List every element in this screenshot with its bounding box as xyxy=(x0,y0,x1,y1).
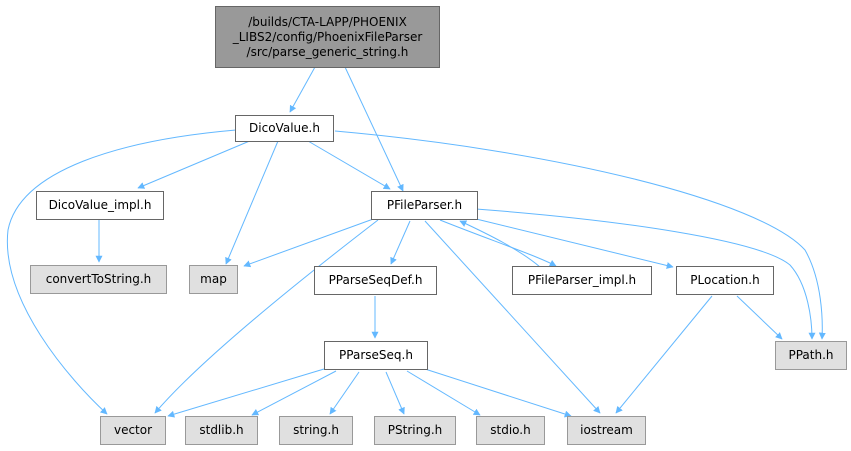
edge-pfileparser-to-pfileparser-impl xyxy=(439,219,557,267)
edge-pparseseq-to-string xyxy=(329,371,360,415)
edge-pparseseq-to-iostream xyxy=(424,368,572,418)
node-pfileparser-h[interactable]: PFileParser.h xyxy=(371,191,478,220)
edge-dicovalue-to-vector xyxy=(6,129,237,415)
edge-plocation-to-iostream xyxy=(615,295,713,414)
edge-pfileparser-to-plocation xyxy=(467,216,674,269)
node-ppath-h: PPath.h xyxy=(775,341,847,370)
node-pfileparser-impl-h[interactable]: PFileParser_impl.h xyxy=(512,266,652,295)
edge-pparseseq-to-stdio xyxy=(406,370,481,416)
node-stdlib-h: stdlib.h xyxy=(185,416,258,445)
node-parse-generic-string-h: /builds/CTA-LAPP/PHOENIX _LIBS2/config/P… xyxy=(215,6,440,68)
edge-dicovalue-to-dicovalue-impl xyxy=(137,139,253,189)
edge-root-to-pfileparser xyxy=(344,66,404,192)
node-pstring-h: PString.h xyxy=(374,416,456,445)
node-string-h: string.h xyxy=(279,416,353,445)
edge-dicovalue-to-ppath xyxy=(334,130,826,340)
node-pparseseq-h[interactable]: PParseSeq.h xyxy=(324,341,428,370)
node-stdio-h: stdio.h xyxy=(476,416,545,445)
edge-pfileparser-to-map xyxy=(243,217,377,268)
node-dicovalue-h[interactable]: DicoValue.h xyxy=(235,115,334,142)
edge-pparseseq-to-vector xyxy=(167,368,325,418)
node-map: map xyxy=(189,265,238,294)
edge-pparseseq-to-stdlib xyxy=(251,370,337,416)
node-vector: vector xyxy=(100,416,166,445)
edge-pfileparser-to-ppath xyxy=(475,208,816,340)
edge-root-to-dicovalue xyxy=(289,66,316,113)
node-dicovalue-impl-h[interactable]: DicoValue_impl.h xyxy=(36,191,164,220)
node-converttostring-h: convertToString.h xyxy=(30,265,167,294)
edge-dicovalue-to-pfileparser xyxy=(307,140,391,190)
edge-plocation-to-ppath xyxy=(736,295,783,340)
edge-pfileparser-impl-to-pfileparser xyxy=(459,220,541,268)
edge-pfileparser-to-pparseseqdef xyxy=(390,220,411,265)
edge-pfileparser-to-vector xyxy=(154,219,379,414)
edge-dicovalue-to-map xyxy=(225,140,279,265)
node-iostream: iostream xyxy=(567,416,646,445)
edge-pparseseq-to-pstring xyxy=(385,371,405,415)
node-plocation-h[interactable]: PLocation.h xyxy=(676,266,774,295)
edge-pfileparser-to-iostream xyxy=(424,220,601,414)
node-pparseseqdef-h[interactable]: PParseSeqDef.h xyxy=(314,266,437,295)
